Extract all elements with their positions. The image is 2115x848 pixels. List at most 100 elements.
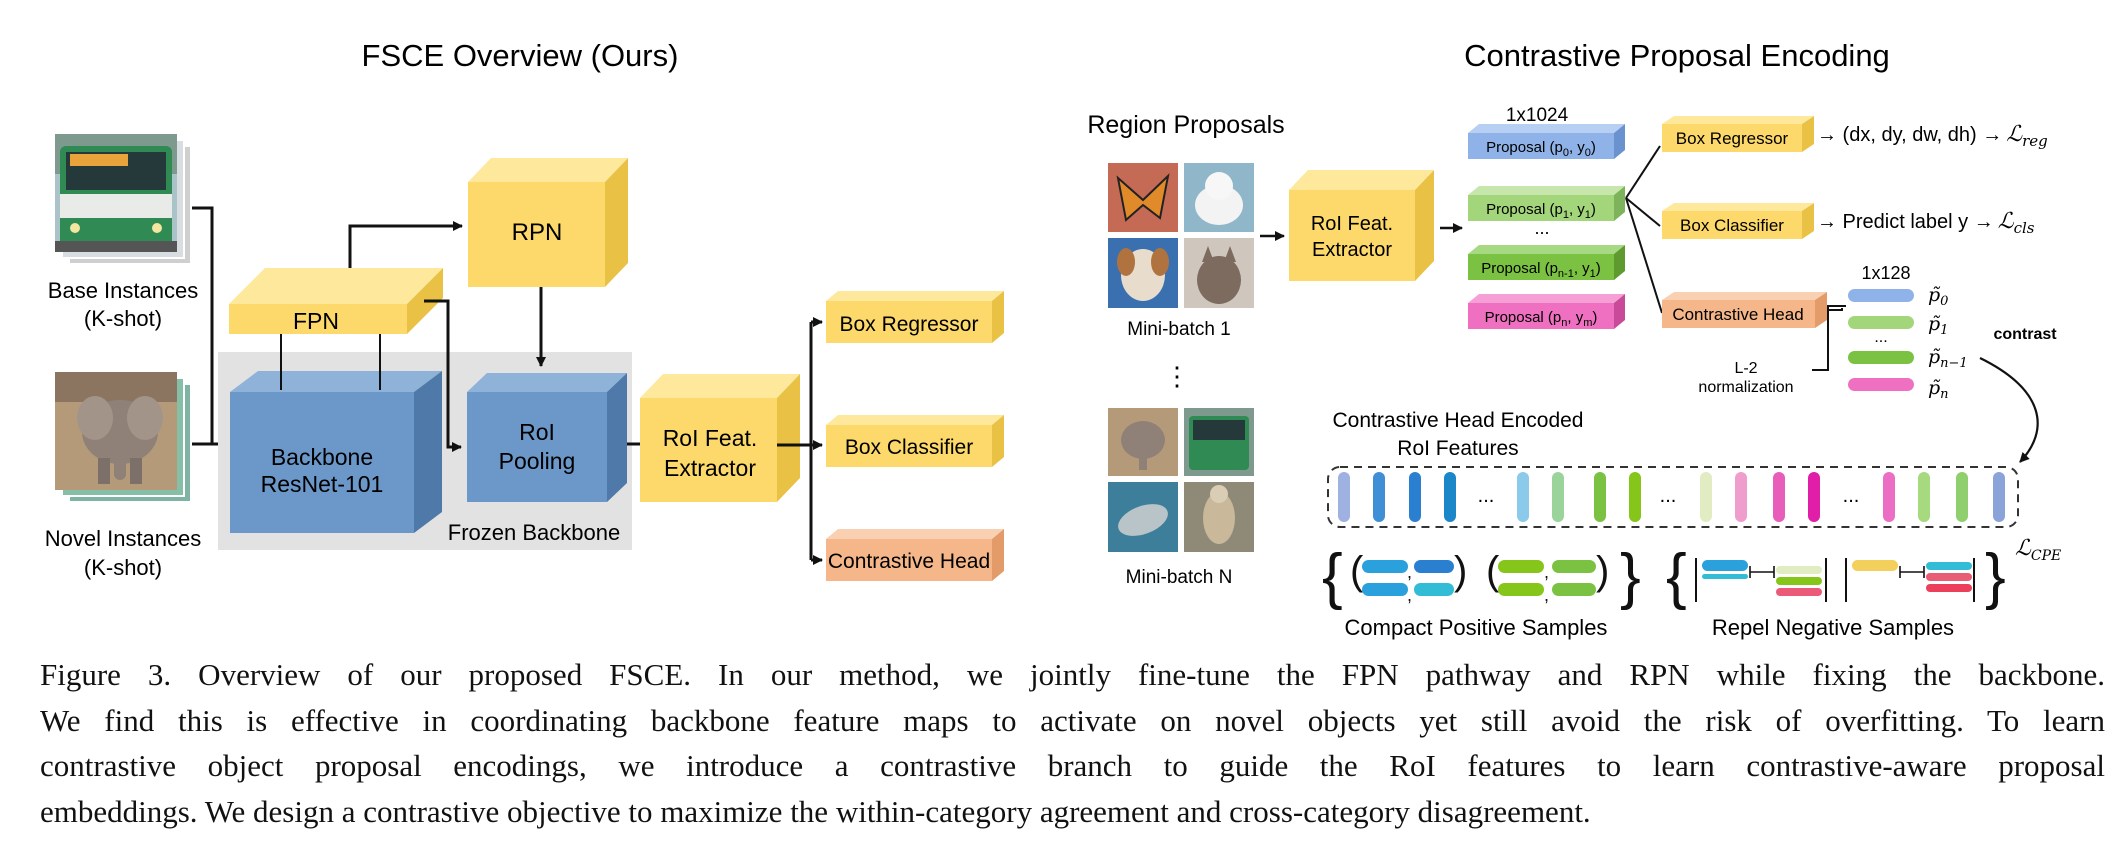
svg-text:(: ( (1486, 549, 1500, 593)
negative-samples-group: { } (1666, 542, 2006, 611)
elephant-photo (55, 372, 192, 503)
left-contrastive-head-label: Contrastive Head (828, 550, 990, 573)
left-roi-extractor-box (640, 374, 800, 502)
feature-dots: ... (1874, 329, 1887, 346)
left-box-regressor-box (826, 291, 1004, 343)
feature-pn (1848, 378, 1914, 391)
bus-photo (55, 134, 192, 265)
p-label-1: p̃1 (1928, 313, 1948, 338)
novel-instances-label: Novel Instances (45, 526, 202, 551)
left-roi-extractor-label-1: RoI Feat. (663, 425, 758, 451)
right-box-regressor-label: Box Regressor (1676, 129, 1789, 148)
backbone-box (230, 371, 442, 533)
frozen-backbone-label: Frozen Backbone (448, 520, 620, 545)
backbone-label-1: Backbone (271, 444, 373, 470)
svg-text:,: , (1544, 562, 1549, 582)
backbone-label-2: ResNet-101 (261, 471, 384, 497)
left-contrastive-head-box (826, 529, 1004, 581)
proposal-1-label: Proposal (p1, y1) (1486, 201, 1596, 221)
roi-pooling-label-1: RoI (519, 419, 555, 445)
svg-text:,: , (1407, 562, 1412, 582)
proposal-n-1 (1468, 245, 1625, 280)
proposal-n-1-label: Proposal (pn-1, y1) (1481, 260, 1601, 280)
svg-text:,: , (1407, 585, 1412, 605)
cpe-loss: ℒCPE (2015, 536, 2061, 564)
diagram: FSCE Overview (Ours) Base Instances (K-s… (45, 38, 2061, 640)
feature-p0 (1848, 289, 1914, 302)
repel-negative-label: Repel Negative Samples (1712, 615, 1954, 640)
right-contrastive-head-label: Contrastive Head (1672, 305, 1803, 324)
svg-text:): ) (1596, 549, 1609, 593)
strip-dots-1: ... (1478, 485, 1495, 507)
svg-text:}: } (1985, 542, 2006, 611)
rpn-box (468, 158, 628, 287)
p-label-n-1: p̃n−1 (1928, 346, 1968, 371)
cls-output-text: → Predict label y →ℒcls (1817, 209, 2035, 237)
mini-batch-1-label: Mini-batch 1 (1127, 319, 1231, 340)
right-box-regressor-box (1662, 116, 1814, 152)
strip-dots-2: ... (1660, 485, 1677, 507)
hawk-photo (1184, 482, 1254, 552)
svg-text:): ) (1454, 549, 1467, 593)
novel-shot-label: (K-shot) (84, 555, 162, 580)
right-contrastive-head-box (1662, 292, 1827, 328)
figure-caption: Figure 3. Overview of our proposed FSCE.… (40, 652, 2105, 834)
left-box-classifier-box (826, 415, 1004, 467)
fpn-label: FPN (293, 308, 339, 334)
right-roi-extractor-label-2: Extractor (1312, 239, 1392, 261)
contrast-label: contrast (1993, 326, 2057, 343)
p-label-0: p̃0 (1928, 284, 1948, 309)
right-roi-extractor-label-1: RoI Feat. (1311, 213, 1393, 235)
left-box-classifier-label: Box Classifier (845, 436, 973, 459)
reg-output-text: → (dx, dy, dw, dh) →ℒreg (1817, 122, 2048, 150)
svg-text:{: { (1666, 542, 1687, 611)
base-input-line (192, 206, 214, 444)
caption-line-1: Figure 3. Overview of our proposed FSCE.… (40, 657, 2105, 692)
mini-batch-n-label: Mini-batch N (1126, 567, 1233, 588)
right-roi-extractor-box (1289, 170, 1434, 281)
proposal-0 (1468, 124, 1625, 159)
left-roi-extractor-label-2: Extractor (664, 455, 756, 481)
fpn-to-rpn-arrow (348, 221, 463, 268)
left-title: FSCE Overview (Ours) (362, 38, 679, 73)
contrast-arrow (1979, 357, 2039, 463)
region-proposals-label: Region Proposals (1087, 111, 1284, 139)
proposal-0-label: Proposal (p0, y0) (1486, 139, 1596, 159)
fpn-box (229, 268, 443, 334)
encoded-label-1: Contrastive Head Encoded (1333, 409, 1584, 432)
base-instances-label: Base Instances (48, 278, 198, 303)
rpn-label: RPN (512, 219, 563, 246)
l2-bracket (1812, 305, 1846, 371)
mini-batch-vdots: ⋮ (1164, 361, 1190, 391)
svg-text:{: { (1322, 542, 1343, 611)
proposal-1 (1468, 186, 1625, 221)
dolphin-photo (1108, 482, 1178, 552)
svg-text:}: } (1620, 542, 1641, 611)
heads-branch-line (777, 322, 813, 560)
left-box-regressor-label: Box Regressor (840, 313, 979, 336)
dim-128-label: 1x128 (1861, 263, 1910, 283)
encoded-strip (1327, 466, 2019, 528)
puppy-photo (1108, 238, 1178, 308)
proposal-dots: ... (1534, 218, 1549, 238)
elephant-small-photo (1108, 408, 1178, 476)
right-title: Contrastive Proposal Encoding (1464, 38, 1890, 73)
caption-line-3: contrastive object proposal encodings, w… (40, 748, 2105, 783)
l2-label-2: normalization (1698, 379, 1793, 396)
feature-p1 (1848, 316, 1914, 329)
svg-text:,: , (1544, 585, 1549, 605)
dim-1024-label: 1x1024 (1506, 105, 1569, 126)
right-box-classifier-box (1662, 203, 1814, 239)
compact-positive-label: Compact Positive Samples (1345, 615, 1608, 640)
base-shot-label: (K-shot) (84, 306, 162, 331)
svg-text:(: ( (1350, 549, 1364, 593)
encoded-bars (1338, 472, 2005, 522)
caption-line-2: We find this is effective in coordinatin… (40, 702, 2105, 738)
caption-line-4: embeddings. We design a contrastive obje… (40, 793, 1591, 829)
feature-pn-1 (1848, 351, 1914, 364)
strip-dots-3: ... (1843, 485, 1860, 507)
kitten-photo (1184, 163, 1254, 232)
cat-photo (1184, 238, 1254, 308)
proposal-n-label: Proposal (pn, ym) (1485, 309, 1598, 329)
proposal-n (1468, 294, 1625, 329)
